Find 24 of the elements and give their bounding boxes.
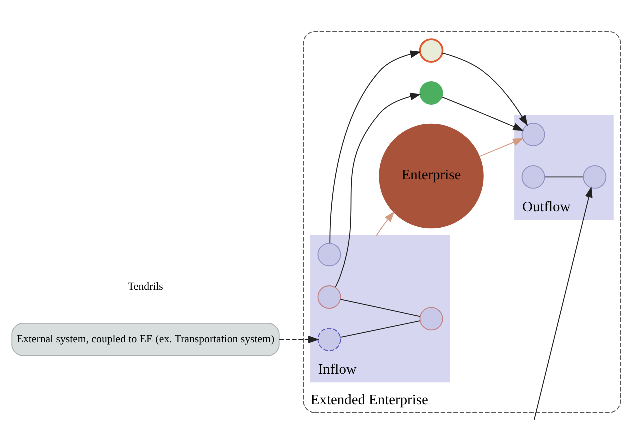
node-box: External system, coupled to EE (ex. Transportation system) xyxy=(12,322,280,356)
connector xyxy=(340,298,421,317)
node-circle xyxy=(318,242,342,266)
node-circle xyxy=(318,327,342,351)
node-circle: Enterprise xyxy=(379,123,484,228)
connector xyxy=(544,176,584,178)
arrow xyxy=(330,50,422,244)
node-circle xyxy=(318,285,342,309)
arrow xyxy=(279,335,320,343)
arrow xyxy=(376,210,395,236)
node-circle xyxy=(420,306,444,330)
arrow xyxy=(534,186,593,420)
node-circle xyxy=(419,38,444,62)
connector xyxy=(340,320,421,338)
arrow xyxy=(479,138,524,157)
node-circle xyxy=(522,164,546,188)
arrow xyxy=(335,92,422,288)
cluster: Inflow xyxy=(310,234,450,382)
node-circle xyxy=(420,81,444,104)
arrow xyxy=(442,52,528,126)
node-circle xyxy=(522,122,546,146)
label: Tendrils xyxy=(128,280,164,293)
arrow xyxy=(442,96,524,131)
node-circle xyxy=(583,164,607,188)
